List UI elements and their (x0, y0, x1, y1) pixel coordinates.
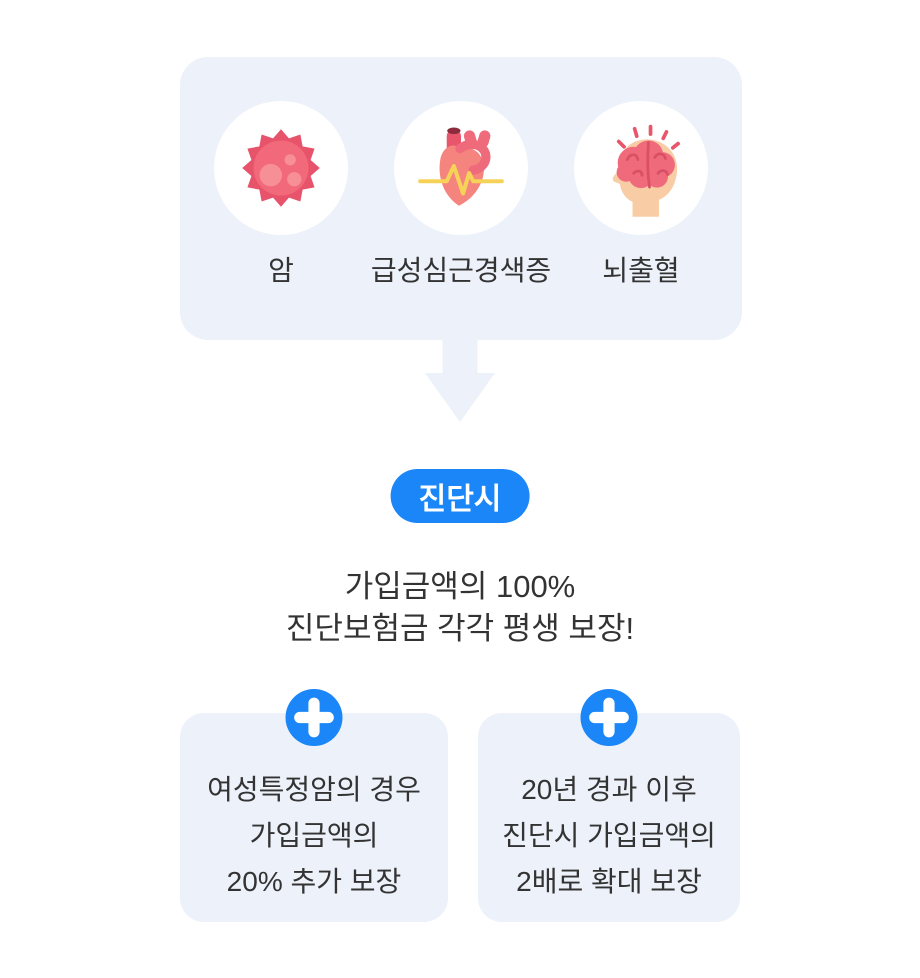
down-arrow-icon (425, 339, 495, 423)
benefit-line-1: 가입금액의 100% (344, 569, 576, 604)
bonus-card-text: 20년 경과 이후 진단시 가입금액의 2배로 확대 보장 (478, 713, 740, 905)
bonus-line: 20년 경과 이후 (521, 774, 697, 805)
benefit-line-2: 진단보험금 각각 평생 보장! (285, 611, 635, 646)
female-cancer-bonus-card: 여성특정암의 경우 가입금액의 20% 추가 보장 (180, 689, 448, 922)
bonus-line: 2배로 확대 보장 (516, 866, 702, 897)
brain-stroke-icon (612, 124, 680, 217)
disease-label: 뇌출혈 (602, 255, 680, 286)
benefit-description: 가입금액의 100% 진단보험금 각각 평생 보장! (0, 566, 920, 650)
disease-label: 암 (268, 255, 294, 286)
bonus-card-text: 여성특정암의 경우 가입금액의 20% 추가 보장 (180, 713, 448, 905)
disease-icon-circle (394, 101, 528, 235)
plus-icon (285, 689, 343, 746)
plus-icon (580, 689, 638, 746)
disease-item-brain-hemorrhage: 뇌출혈 (573, 101, 709, 289)
double-coverage-bonus-card: 20년 경과 이후 진단시 가입금액의 2배로 확대 보장 (478, 689, 740, 922)
diagnosis-badge: 진단시 (390, 469, 530, 523)
cancer-cell-icon (242, 129, 320, 207)
bonus-line: 20% 추가 보장 (226, 866, 402, 897)
heart-ecg-icon (418, 127, 504, 206)
disease-item-cancer: 암 (213, 101, 349, 289)
disease-label: 급성심근경색증 (370, 255, 552, 286)
disease-icon-circle (574, 101, 708, 235)
disease-icon-circle (214, 101, 348, 235)
bonus-line: 진단시 가입금액의 (502, 820, 716, 851)
bonus-line: 가입금액의 (249, 820, 379, 851)
bonus-line: 여성특정암의 경우 (207, 774, 421, 805)
covered-diseases-card: 암 급성심근경색증 (180, 57, 742, 340)
disease-item-heart-attack: 급성심근경색증 (371, 101, 551, 289)
